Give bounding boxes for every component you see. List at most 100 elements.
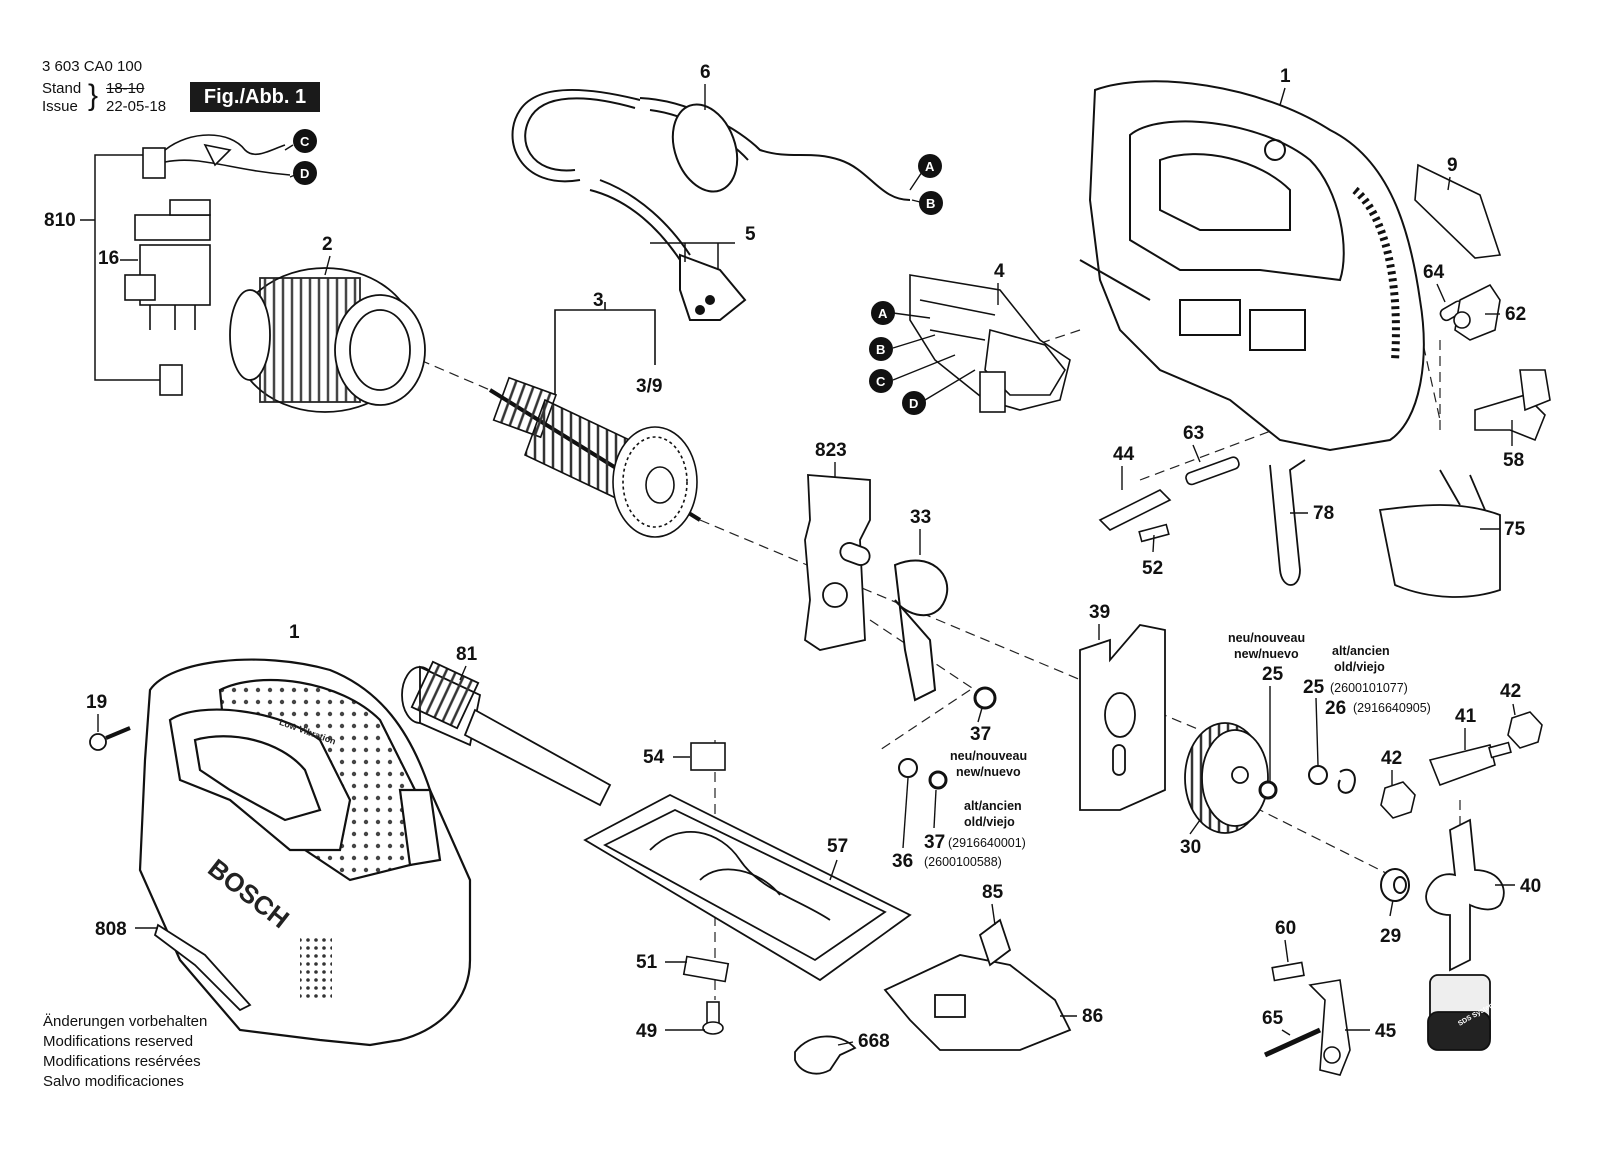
- note-25-new-line1: neu/nouveau: [1228, 631, 1305, 645]
- part-58-slider: [1474, 369, 1551, 442]
- note-37-old-line2: old/viejo: [964, 815, 1015, 829]
- svg-text:A: A: [878, 306, 888, 321]
- svg-text:C: C: [300, 134, 310, 149]
- part-39-plate: [1079, 624, 1166, 811]
- label-2: 2: [322, 234, 333, 255]
- part-65-pin: [1263, 1027, 1322, 1058]
- stand-label: Stand: [42, 80, 82, 97]
- label-810: 810: [44, 210, 76, 231]
- note-37-new-line1: neu/nouveau: [950, 749, 1027, 763]
- note-en: Modifications reserved: [43, 1033, 194, 1050]
- connector-a-cord: A: [909, 154, 942, 191]
- note-25-new-line2: new/nuevo: [1234, 647, 1299, 661]
- document-number: 3 603 CA0 100: [42, 58, 143, 75]
- label-36: 36: [892, 851, 913, 872]
- label-1-top: 1: [1280, 66, 1291, 87]
- label-60: 60: [1275, 918, 1296, 939]
- label-49: 49: [636, 1021, 657, 1042]
- label-33: 33: [910, 507, 931, 528]
- connector-d-switchwire: D: [289, 161, 317, 185]
- label-25-old: 25: [1303, 677, 1325, 698]
- svg-text:D: D: [300, 166, 309, 181]
- label-29: 29: [1380, 926, 1401, 947]
- label-25-new: 25: [1262, 664, 1284, 685]
- issue-label: Issue: [42, 98, 78, 115]
- part-19-screw: [89, 726, 131, 751]
- note-26-code: (2916640905): [1353, 701, 1431, 715]
- label-37-old: 37: [924, 832, 945, 853]
- part-40-plunger: [1425, 818, 1505, 1051]
- part-37-washer-old: [928, 770, 948, 790]
- label-4: 4: [994, 261, 1005, 282]
- label-40: 40: [1520, 876, 1541, 897]
- svg-text:C: C: [876, 374, 886, 389]
- part-25-washer-new: [1258, 780, 1278, 800]
- figure-label: Fig./Abb. 1: [190, 82, 320, 112]
- label-26: 26: [1325, 698, 1346, 719]
- part-3-armature: [488, 376, 702, 538]
- connector-c-switchwire: C: [284, 129, 317, 153]
- part-33-spring-lever: [893, 559, 949, 702]
- label-81: 81: [456, 644, 478, 665]
- label-3: 3: [593, 290, 604, 311]
- stand-value: 18-10: [106, 80, 145, 97]
- part-57-foot-plate: [583, 793, 912, 982]
- part-25-washer-old: [1308, 765, 1328, 785]
- modification-notes: Änderungen vorbehalten Modifications res…: [43, 1012, 207, 1092]
- part-810-bracket: [80, 154, 165, 381]
- part-16-brush-holder: [124, 134, 291, 396]
- label-65: 65: [1262, 1008, 1284, 1029]
- label-54: 54: [643, 747, 665, 768]
- label-19: 19: [86, 692, 107, 713]
- label-63: 63: [1183, 423, 1204, 444]
- svg-text:B: B: [926, 196, 935, 211]
- label-52: 52: [1142, 558, 1163, 579]
- part-86-base: [883, 918, 1072, 1051]
- part-42-nut-left: [1380, 781, 1416, 819]
- brace-glyph: }: [88, 79, 99, 112]
- part-60-pad: [1271, 961, 1305, 982]
- part-1-main-housing: [138, 658, 472, 1047]
- note-de: Änderungen vorbehalten: [43, 1013, 208, 1030]
- connector-b-cord: B: [911, 191, 943, 215]
- label-42-top: 42: [1500, 681, 1521, 702]
- part-78-spring: [1269, 459, 1306, 586]
- note-25-code: (2600101077): [1330, 681, 1408, 695]
- part-54-pad: [690, 742, 726, 771]
- part-81-rod: [401, 660, 612, 807]
- part-37-washer-new: [973, 686, 997, 710]
- connector-d-switch: D: [902, 369, 976, 415]
- part-4-switch: [909, 274, 1071, 413]
- label-64: 64: [1423, 262, 1445, 283]
- label-808: 808: [95, 919, 127, 940]
- svg-text:A: A: [925, 159, 935, 174]
- part-52-key: [1138, 523, 1170, 543]
- part-808-strip: [153, 923, 252, 1012]
- part-26-clip: [1337, 768, 1356, 794]
- connector-b-switch: B: [869, 334, 936, 361]
- note-es: Salvo modificaciones: [43, 1073, 184, 1090]
- label-45: 45: [1375, 1021, 1397, 1042]
- label-37-new: 37: [970, 724, 991, 745]
- part-49-screw: [702, 1001, 724, 1035]
- part-62-lever: [1439, 283, 1501, 341]
- label-823: 823: [815, 440, 847, 461]
- part-63-pin: [1185, 456, 1240, 486]
- part-annotations: neu/nouveau new/nuevo alt/ancien old/vie…: [924, 631, 1431, 869]
- part-44-clamp: [1098, 489, 1172, 531]
- part-1-housing-half: [1079, 80, 1425, 452]
- part-75-guard: [1378, 469, 1501, 598]
- part-36-washer: [898, 758, 918, 778]
- label-86: 86: [1082, 1006, 1103, 1027]
- part-668-knob: [794, 1035, 857, 1075]
- label-3-9: 3/9: [636, 376, 662, 397]
- label-75: 75: [1504, 519, 1526, 540]
- label-57: 57: [827, 836, 848, 857]
- label-41: 41: [1455, 706, 1477, 727]
- note-37-old-line1: alt/ancien: [964, 799, 1022, 813]
- note-25-old-line2: old/viejo: [1334, 660, 1385, 674]
- svg-text:D: D: [909, 396, 918, 411]
- label-42-left: 42: [1381, 748, 1402, 769]
- label-62: 62: [1505, 304, 1526, 325]
